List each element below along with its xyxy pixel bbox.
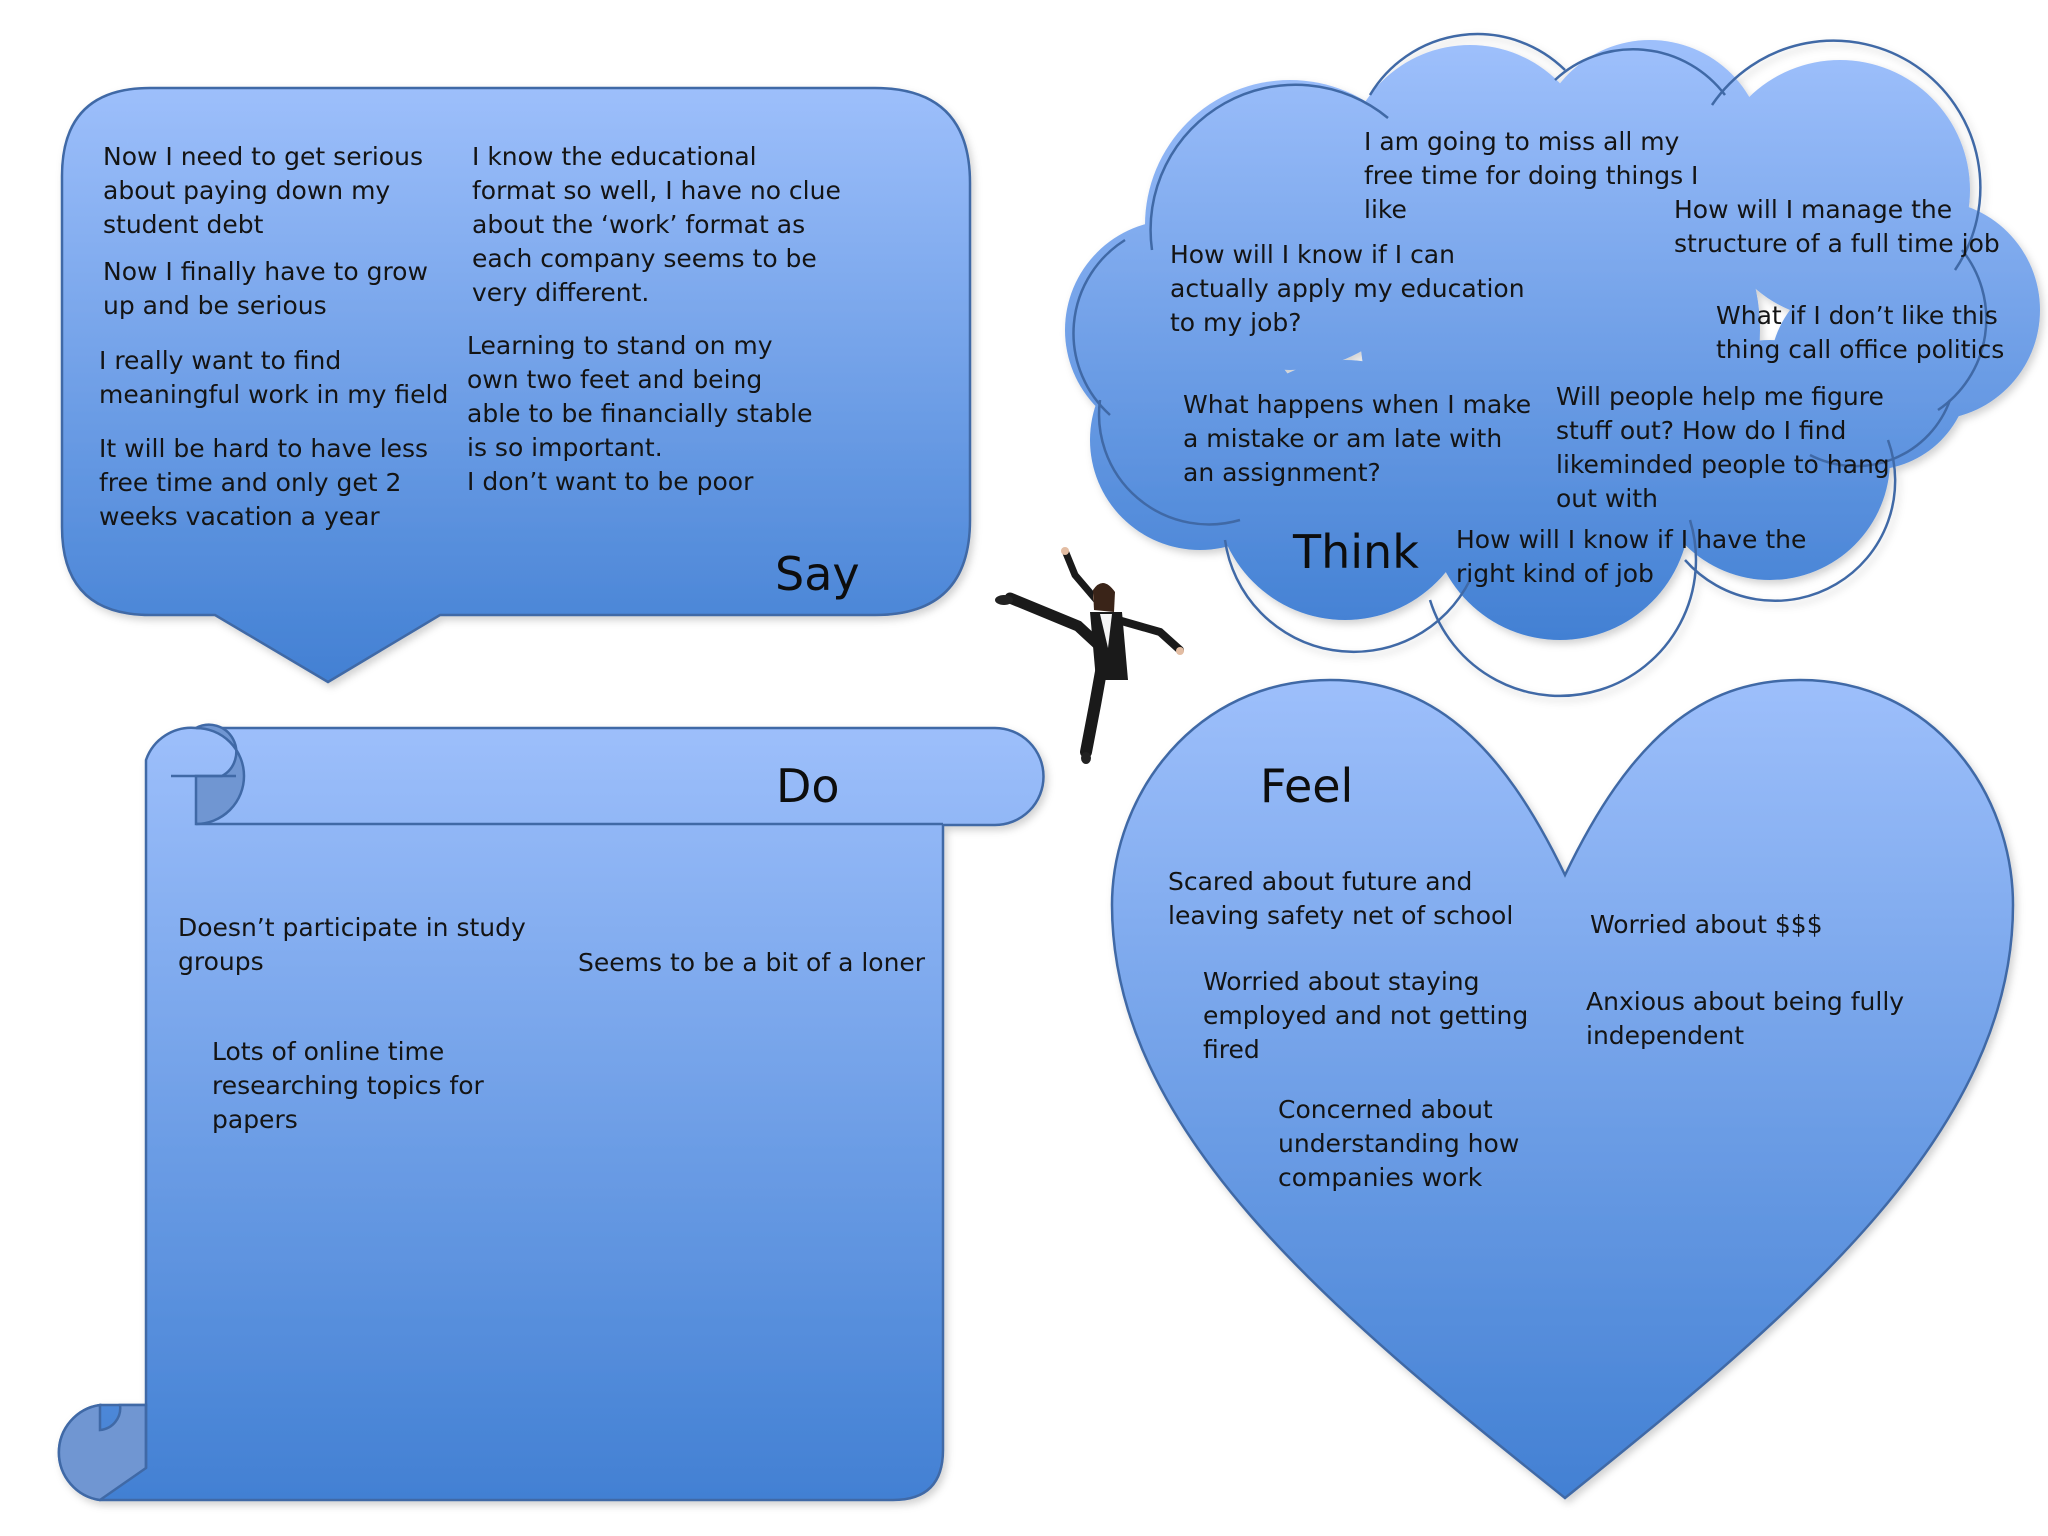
- say-title: Say: [775, 548, 860, 600]
- feel-heart: [1112, 680, 2013, 1498]
- feel-title: Feel: [1260, 760, 1353, 812]
- feel-item: Scared about future and leaving safety n…: [1168, 865, 1513, 933]
- do-item: Seems to be a bit of a loner: [578, 946, 925, 980]
- think-item: How will I know if I can actually apply …: [1170, 238, 1525, 340]
- person-figure: [995, 547, 1184, 764]
- say-item: Learning to stand on my own two feet and…: [467, 329, 812, 499]
- feel-item: Worried about staying employed and not g…: [1203, 965, 1528, 1067]
- feel-item: Concerned about understanding how compan…: [1278, 1093, 1519, 1195]
- say-item: It will be hard to have less free time a…: [99, 432, 428, 534]
- do-title: Do: [776, 760, 840, 812]
- think-item: How will I know if I have the right kind…: [1456, 523, 1806, 591]
- do-scroll: [59, 725, 1044, 1500]
- say-item: I really want to find meaningful work in…: [99, 344, 448, 412]
- say-item: Now I finally have to grow up and be ser…: [103, 255, 428, 323]
- think-item: Will people help me figure stuff out? Ho…: [1556, 380, 1890, 516]
- think-item: I am going to miss all my free time for …: [1364, 125, 1698, 227]
- think-title: Think: [1293, 526, 1419, 578]
- feel-item: Worried about $$$: [1590, 908, 1823, 942]
- say-item: I know the educational format so well, I…: [472, 140, 841, 310]
- think-item: What happens when I make a mistake or am…: [1183, 388, 1531, 490]
- do-item: Lots of online time researching topics f…: [212, 1035, 484, 1137]
- do-item: Doesn’t participate in study groups: [178, 911, 526, 979]
- think-item: How will I manage the structure of a ful…: [1674, 193, 2000, 261]
- think-item: What if I don’t like this thing call off…: [1716, 299, 2004, 367]
- say-item: Now I need to get serious about paying d…: [103, 140, 423, 242]
- feel-item: Anxious about being fully independent: [1586, 985, 1904, 1053]
